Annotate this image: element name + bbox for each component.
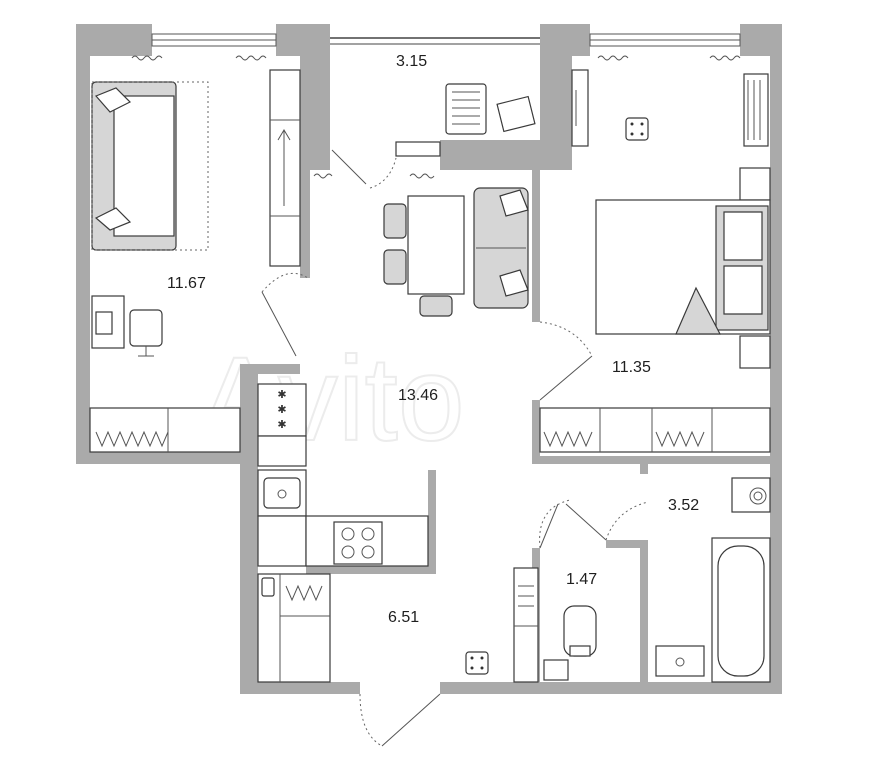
chair	[419, 295, 453, 317]
cushion	[94, 87, 132, 113]
room-area-label: 11.35	[612, 359, 651, 376]
svg-text:✱: ✱	[277, 418, 286, 431]
washing-machine	[731, 477, 771, 513]
kitchen-living: ✱ ✱ ✱	[257, 187, 529, 567]
socket-box	[625, 117, 649, 141]
toilet	[513, 499, 597, 683]
shoe-rack	[513, 567, 539, 683]
cooktop	[333, 521, 383, 565]
room-area-label: 3.52	[668, 497, 699, 514]
dining-table	[407, 195, 465, 295]
bedroom	[539, 69, 771, 401]
living-room	[91, 69, 309, 357]
nightstand	[739, 167, 771, 201]
bathroom	[565, 477, 771, 683]
balcony	[331, 83, 536, 189]
hallway	[257, 573, 489, 747]
wardrobes	[89, 407, 771, 453]
office-chair	[129, 309, 163, 347]
chair	[383, 249, 407, 285]
laptop	[95, 311, 113, 335]
windows	[131, 33, 741, 179]
chair	[383, 203, 407, 239]
svg-text:✱: ✱	[277, 388, 286, 401]
room-area-label: 13.46	[398, 387, 438, 404]
washbasin	[655, 645, 705, 677]
room-area-label: 11.67	[167, 275, 206, 292]
hob	[257, 383, 307, 437]
room-area-label: 3.15	[396, 53, 427, 70]
wardrobe	[269, 69, 301, 267]
nightstand	[739, 335, 771, 369]
lounge-chair	[445, 83, 487, 135]
side-table	[496, 95, 536, 133]
room-area-label: 1.47	[566, 571, 597, 588]
cushion	[94, 207, 132, 231]
socket-box	[465, 651, 489, 675]
room-area-label: 6.51	[388, 609, 419, 626]
svg-text:✱: ✱	[277, 403, 286, 416]
